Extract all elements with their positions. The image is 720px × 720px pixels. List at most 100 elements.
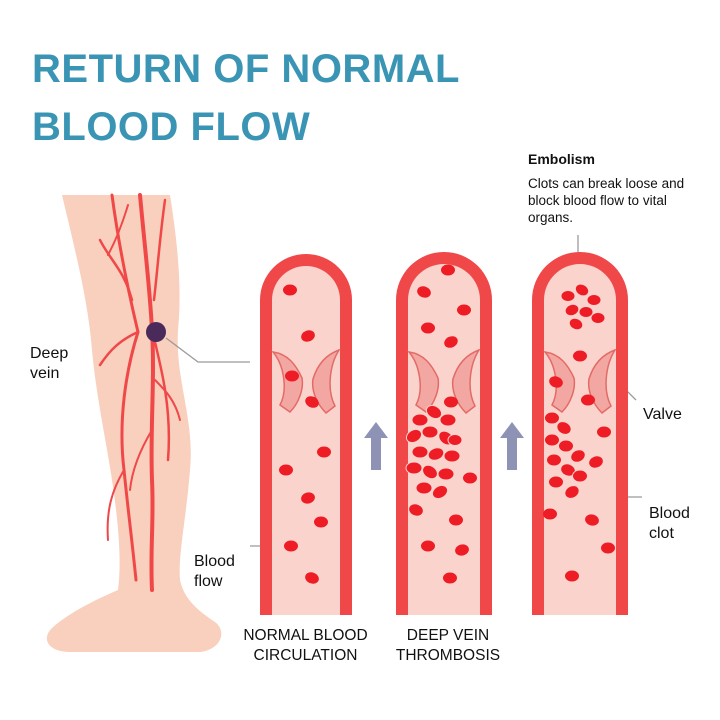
title-line-2: BLOOD FLOW — [32, 105, 311, 149]
blood-flow-label: Blood flow — [194, 552, 235, 592]
blood-cell — [564, 485, 580, 499]
leg-vein-left — [110, 193, 140, 582]
leg-vein-branch-8 — [107, 204, 129, 256]
embolus-clot — [560, 283, 606, 331]
vessel-normal-lumen — [272, 266, 340, 615]
blood-cell — [564, 303, 580, 317]
blood-cell — [455, 544, 469, 556]
blood-cell — [431, 484, 449, 500]
blood-cell — [581, 394, 595, 406]
leg-vein-branch-5 — [129, 429, 153, 491]
blood-cell — [597, 426, 611, 438]
blood-cell — [447, 434, 463, 446]
valve-normal-left — [271, 350, 304, 413]
blood-cell — [427, 447, 445, 461]
caption-dvt-line-1: DEEP VEIN — [406, 627, 490, 644]
blood-cell — [558, 439, 574, 453]
blood-clot-label-line-2: clot — [649, 525, 674, 542]
valve-dvt-left — [407, 350, 440, 413]
blood-cell — [585, 514, 599, 526]
blood-cell — [305, 572, 319, 584]
blood-cell — [601, 542, 615, 554]
blood-cell — [314, 516, 328, 528]
blood-cell — [568, 317, 584, 331]
blood-cell — [422, 464, 438, 480]
blood-cell — [548, 475, 564, 489]
blood-cell — [439, 413, 457, 427]
blood-cell — [421, 322, 435, 334]
deep-vein-label-line-2: vein — [30, 365, 60, 382]
leader-line-deep-vein — [165, 337, 250, 363]
leg-illustration — [46, 193, 222, 652]
blood-cell — [283, 284, 297, 296]
blood-cell — [279, 464, 293, 476]
blood-cell — [589, 456, 603, 468]
deep-vein-label-line-1: Deep — [30, 345, 69, 362]
leg-vein-branch-2 — [152, 198, 167, 302]
blood-cell — [405, 428, 423, 444]
blood-cell — [457, 304, 471, 316]
blood-cell — [572, 469, 588, 483]
blood-cells-normal — [279, 284, 331, 584]
blood-cell — [411, 445, 429, 459]
blood-flow-label-line-1: Blood — [194, 553, 235, 570]
blood-cell — [546, 453, 562, 467]
blood-cell — [301, 330, 315, 342]
leg-veins — [98, 193, 181, 592]
blood-clot-dvt — [405, 404, 463, 500]
leg-vein-branch-1 — [98, 238, 134, 302]
blood-cell — [443, 449, 461, 463]
blood-cell — [425, 404, 443, 420]
blood-cell — [405, 461, 423, 475]
leg-vein-main — [138, 193, 155, 592]
blood-clot-label: Blood clot — [649, 504, 690, 544]
up-arrow-icon — [500, 422, 524, 470]
blood-cell — [417, 286, 431, 298]
leg-vein-branch-6 — [154, 379, 181, 421]
blood-cell — [285, 370, 299, 382]
deep-vein-label: Deep vein — [30, 344, 68, 384]
blood-cell — [411, 413, 429, 427]
blood-cells-dvt — [409, 264, 477, 584]
blood-clot-embolism — [544, 411, 588, 499]
blood-cell — [578, 306, 594, 318]
caption-normal: NORMAL BLOOD CIRCULATION — [228, 626, 383, 666]
vessel-embolism-lumen — [544, 264, 616, 615]
vessel-dvt — [396, 252, 492, 615]
up-arrow-icon — [364, 422, 388, 470]
blood-cell — [444, 396, 458, 408]
blood-cell — [305, 396, 319, 408]
blood-cell — [284, 540, 298, 552]
vessel-embolism — [532, 252, 628, 615]
blood-flow-label-line-2: flow — [194, 573, 223, 590]
blood-cell — [590, 312, 606, 324]
blood-cell — [544, 433, 560, 447]
blood-clot-label-line-1: Blood — [649, 505, 690, 522]
leg-vein-branch-7 — [106, 469, 125, 541]
blood-cell — [449, 514, 463, 526]
blood-cell — [586, 294, 602, 306]
blood-cell — [437, 467, 455, 481]
blood-cells-embolism — [543, 350, 615, 582]
blood-cell — [301, 492, 315, 504]
blood-cell — [421, 425, 439, 439]
leg-vein-branch-4 — [98, 330, 140, 367]
blood-cell — [421, 540, 435, 552]
deep-vein-marker-icon — [146, 322, 166, 342]
caption-dvt: DEEP VEIN THROMBOSIS — [378, 626, 518, 666]
blood-cell — [560, 290, 576, 302]
vessel-normal — [260, 254, 352, 615]
blood-cell — [415, 481, 433, 495]
caption-dvt-line-2: THROMBOSIS — [395, 647, 501, 664]
blood-cell — [574, 283, 590, 297]
blood-cell — [565, 570, 579, 582]
embolism-title: Embolism — [528, 151, 595, 167]
caption-normal-line-2: CIRCULATION — [253, 647, 358, 664]
blood-cell — [544, 411, 560, 425]
blood-cell — [441, 264, 455, 276]
valve-label: Valve — [643, 406, 682, 423]
blood-cell — [556, 421, 572, 435]
blood-cell — [463, 472, 477, 484]
blood-cell — [443, 572, 457, 584]
